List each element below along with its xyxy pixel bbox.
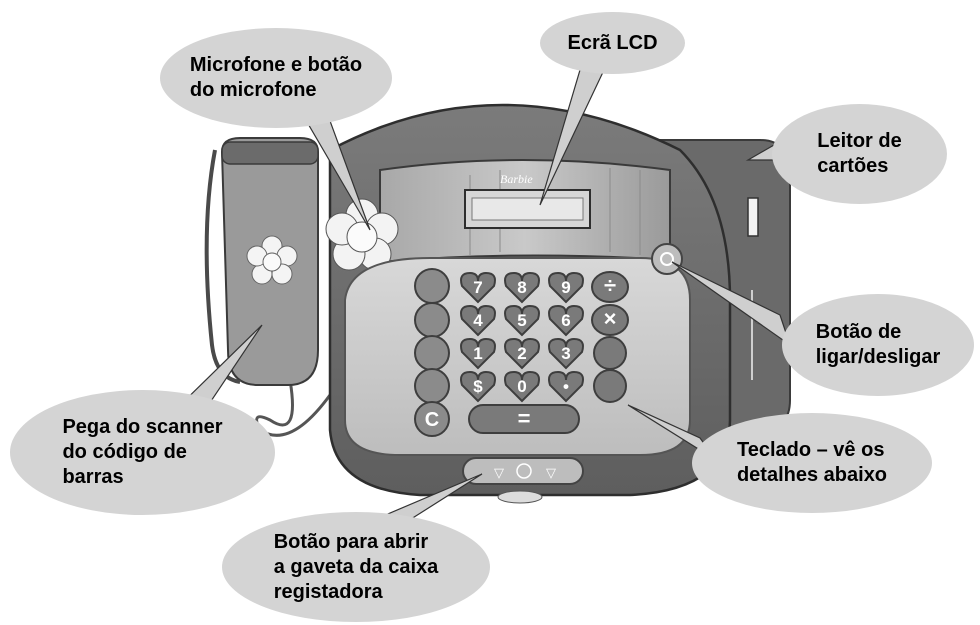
key-3-2[interactable]	[504, 337, 540, 370]
key-c-label: C	[425, 409, 439, 431]
label-lcd: Ecrã LCD	[567, 31, 658, 54]
svg-text:▽: ▽	[546, 466, 556, 481]
brand-logo: Barbie	[500, 172, 533, 186]
label-scanner: Pega do scanner do código de barras	[62, 416, 223, 488]
remove-from-cart-key[interactable]	[593, 369, 627, 403]
drawer-button	[462, 457, 584, 485]
key-1-2[interactable]	[504, 271, 540, 304]
key-label-2-4: ×	[604, 306, 617, 331]
function-button-1	[414, 268, 450, 304]
drawer-arrows-icon: ▽	[494, 466, 504, 481]
callout-card-reader: Leitor de cartões	[772, 104, 947, 204]
label-card-reader: Leitor de cartões	[817, 130, 902, 177]
scanner-cable	[255, 379, 332, 437]
key-2-1[interactable]	[460, 304, 496, 337]
key-label-2-2: 5	[517, 311, 526, 330]
callout-microphone: Microfone e botão do microfone	[160, 28, 392, 128]
label-microphone: Microfone e botão do microfone	[189, 54, 363, 101]
clear-button	[414, 401, 450, 437]
key-label-3-3: 3	[561, 344, 570, 363]
drawer-icon	[516, 463, 532, 479]
key-3-1[interactable]	[460, 337, 496, 370]
callout-drawer-button: Botão para abrir a gaveta da caixa regis…	[222, 512, 490, 622]
callout-keypad: Teclado – vê os detalhes abaixo	[692, 413, 932, 513]
key-label-2-3: 6	[561, 311, 570, 330]
key-label-1-3: 9	[561, 278, 570, 297]
add-to-cart-key[interactable]	[593, 336, 627, 370]
key-3-3[interactable]	[548, 337, 584, 370]
key-label-1-2: 8	[517, 278, 526, 297]
callout-scanner: Pega do scanner do código de barras	[10, 390, 275, 515]
key-4-3[interactable]	[548, 370, 584, 403]
key-label-2-1: 4	[473, 311, 483, 330]
label-keypad: Teclado – vê os detalhes abaixo	[736, 439, 888, 486]
callout-lcd: Ecrã LCD	[540, 12, 685, 74]
key-label-3-1: 1	[473, 344, 482, 363]
key-1-3[interactable]	[548, 271, 584, 304]
scanner-flower-icon	[246, 235, 298, 285]
key-label-3-2: 2	[517, 344, 526, 363]
key-label-1-4: ÷	[604, 273, 616, 298]
key-1-1[interactable]	[460, 271, 496, 304]
label-drawer-button: Botão para abrir a gaveta da caixa regis…	[273, 530, 439, 603]
key-label-4-1: $	[473, 377, 483, 396]
card-slot	[747, 197, 759, 237]
function-button-2	[414, 302, 450, 338]
function-button-4	[414, 368, 450, 404]
key-label-4-2: 0	[517, 377, 526, 396]
equals-button	[468, 404, 580, 434]
key-label-4-3: •	[563, 377, 569, 396]
key-label-1-1: 7	[473, 278, 482, 297]
power-button	[651, 243, 683, 275]
key-2-3[interactable]	[548, 304, 584, 337]
key-4-2[interactable]	[504, 370, 540, 403]
key-1-4[interactable]	[591, 271, 630, 303]
callout-power-button: Botão de ligar/desligar	[782, 294, 974, 396]
power-icon	[660, 252, 674, 266]
key-2-2[interactable]	[504, 304, 540, 337]
key-equals-label: =	[518, 406, 531, 431]
key-4-1[interactable]	[460, 370, 496, 403]
function-button-3	[414, 335, 450, 371]
label-power-button: Botão de ligar/desligar	[815, 321, 941, 368]
key-2-4[interactable]	[591, 304, 630, 336]
